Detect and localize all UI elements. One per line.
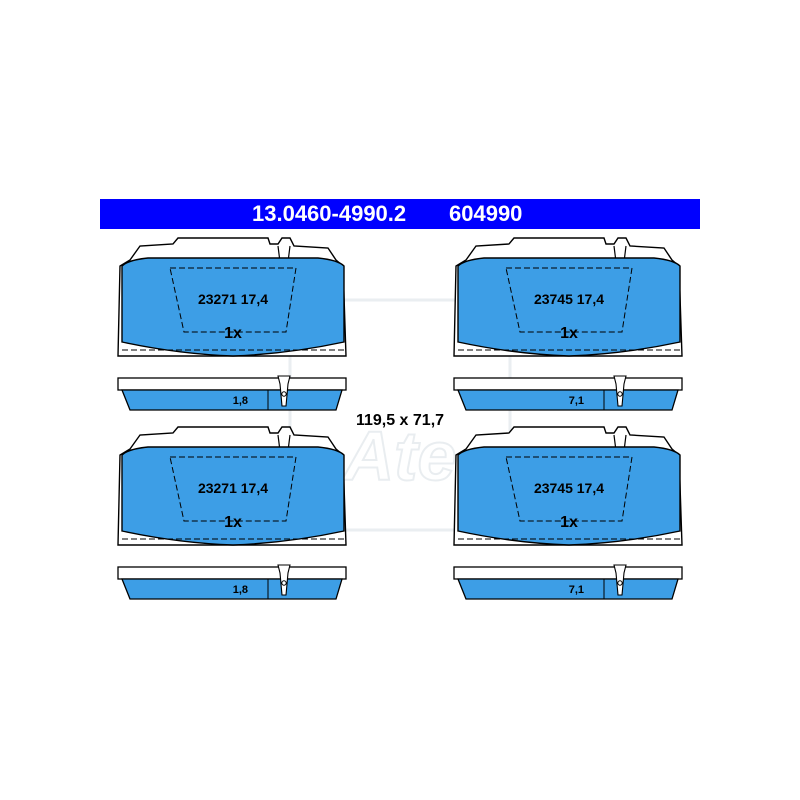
brake-pad-bottom-left: 23271 17,4 1x 1,8 (117, 426, 347, 600)
wear-outline (169, 267, 297, 333)
sensor-hole (281, 580, 287, 586)
wear-outline (505, 456, 633, 522)
wear-sensor-pin (277, 375, 291, 407)
pad-quantity-label: 1x (224, 514, 242, 531)
pad-code-label: 23271 17,4 (198, 291, 268, 307)
side-backing-plate (117, 566, 347, 580)
side-backing-plate (453, 377, 683, 391)
friction-pad (457, 257, 681, 357)
pad-code-label: 23271 17,4 (198, 480, 268, 496)
part-number: 13.0460-4990.2 (252, 201, 407, 226)
reference-number: 604990 (449, 201, 523, 226)
side-backing-plate (117, 377, 347, 391)
thickness-label: 7,1 (569, 395, 584, 407)
brake-pad-top-right: 23745 17,4 1x 7,1 (453, 237, 683, 411)
pad-code-label: 23745 17,4 (534, 480, 604, 496)
brake-pad-top-left: 23271 17,4 1x 1,8 (117, 237, 347, 411)
thickness-label: 1,8 (233, 584, 248, 596)
thickness-label: 1,8 (233, 395, 248, 407)
sensor-hole (617, 580, 623, 586)
wear-outline (505, 267, 633, 333)
friction-pad (121, 257, 345, 357)
pad-side-view: 7,1 (453, 564, 683, 600)
header-bar: 13.0460-4990.2 604990 (100, 199, 700, 229)
ate-watermark-logo: Ate (288, 298, 512, 532)
friction-pad (121, 446, 345, 546)
sensor-hole (617, 391, 623, 397)
pad-quantity-label: 1x (560, 514, 578, 531)
wear-sensor-pin (277, 564, 291, 596)
pads-layer: 23271 17,4 1x 1,8 23745 17,4 1x 7,1 23271 17,4… (117, 237, 683, 600)
pad-side-view: 7,1 (453, 375, 683, 411)
thickness-label: 7,1 (569, 584, 584, 596)
sensor-hole (281, 391, 287, 397)
pad-quantity-label: 1x (224, 325, 242, 342)
pad-side-view: 1,8 (117, 375, 347, 411)
wear-sensor-pin (613, 375, 627, 407)
svg-text:Ate: Ate (342, 417, 457, 495)
pad-quantity-label: 1x (560, 325, 578, 342)
friction-pad (457, 446, 681, 546)
brake-pad-bottom-right: 23745 17,4 1x 7,1 (453, 426, 683, 600)
wear-sensor-pin (613, 564, 627, 596)
side-backing-plate (453, 566, 683, 580)
wear-outline (169, 456, 297, 522)
pad-side-view: 1,8 (117, 564, 347, 600)
dimensions-label: 119,5 x 71,7 (356, 412, 444, 429)
pad-code-label: 23745 17,4 (534, 291, 604, 307)
